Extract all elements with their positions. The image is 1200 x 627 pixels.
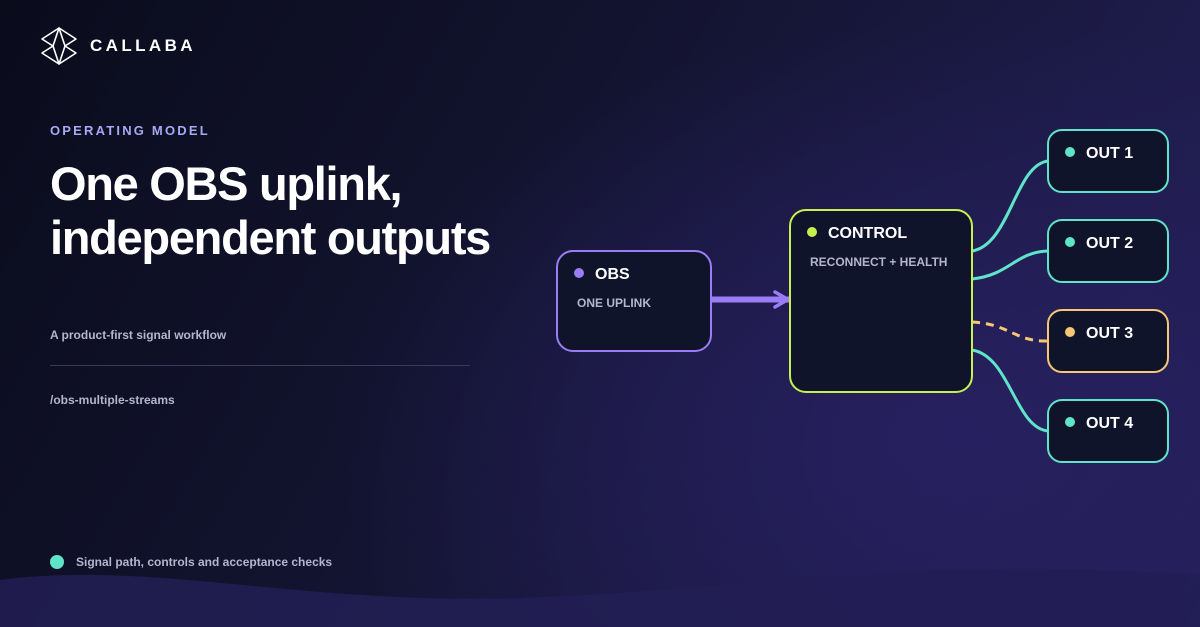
callaba-logo-icon [41, 27, 77, 65]
node-out-3-dot [1065, 327, 1075, 337]
url-path: /obs-multiple-streams [50, 393, 175, 407]
node-control-dot [807, 227, 817, 237]
node-control[interactable]: CONTROL RECONNECT + HEALTH [789, 209, 973, 393]
node-out-1-dot [1065, 147, 1075, 157]
link-out-4 [971, 348, 1049, 433]
node-out-2-dot [1065, 237, 1075, 247]
brand-logo[interactable]: CALLABA [40, 26, 196, 66]
title-line-2: independent outputs [50, 211, 491, 264]
node-out-4-label: OUT 4 [1086, 415, 1133, 432]
connectors [707, 159, 1049, 433]
subtitle: A product-first signal workflow [50, 328, 227, 342]
node-out-3-label: OUT 3 [1086, 325, 1133, 342]
node-out-1-label: OUT 1 [1086, 145, 1133, 162]
node-control-title: CONTROL [828, 225, 907, 242]
footer-status-dot [50, 555, 64, 569]
brand-name: CALLABA [90, 36, 196, 55]
node-obs[interactable]: OBS ONE UPLINK [556, 250, 712, 352]
node-out-4[interactable]: OUT 4 [1047, 399, 1169, 463]
node-out-4-dot [1065, 417, 1075, 427]
node-obs-title: OBS [595, 266, 630, 283]
node-out-3[interactable]: OUT 3 [1047, 309, 1169, 373]
link-out-2 [971, 249, 1049, 281]
link-out-1 [971, 159, 1049, 253]
section-eyebrow: OPERATING MODEL [50, 123, 210, 138]
node-out-2-label: OUT 2 [1086, 235, 1133, 252]
node-obs-subtitle: ONE UPLINK [577, 296, 651, 310]
node-out-2[interactable]: OUT 2 [1047, 219, 1169, 283]
node-out-1[interactable]: OUT 1 [1047, 129, 1169, 193]
arrow-head-icon [773, 290, 790, 309]
footer-caption: Signal path, controls and acceptance che… [76, 555, 333, 569]
title-line-1: One OBS uplink, [50, 157, 403, 210]
divider [50, 365, 470, 366]
link-out-3 [971, 320, 1049, 343]
page-title: One OBS uplink, independent outputs [50, 157, 530, 265]
node-obs-dot [574, 268, 584, 278]
node-control-subtitle: RECONNECT + HEALTH [810, 255, 947, 269]
